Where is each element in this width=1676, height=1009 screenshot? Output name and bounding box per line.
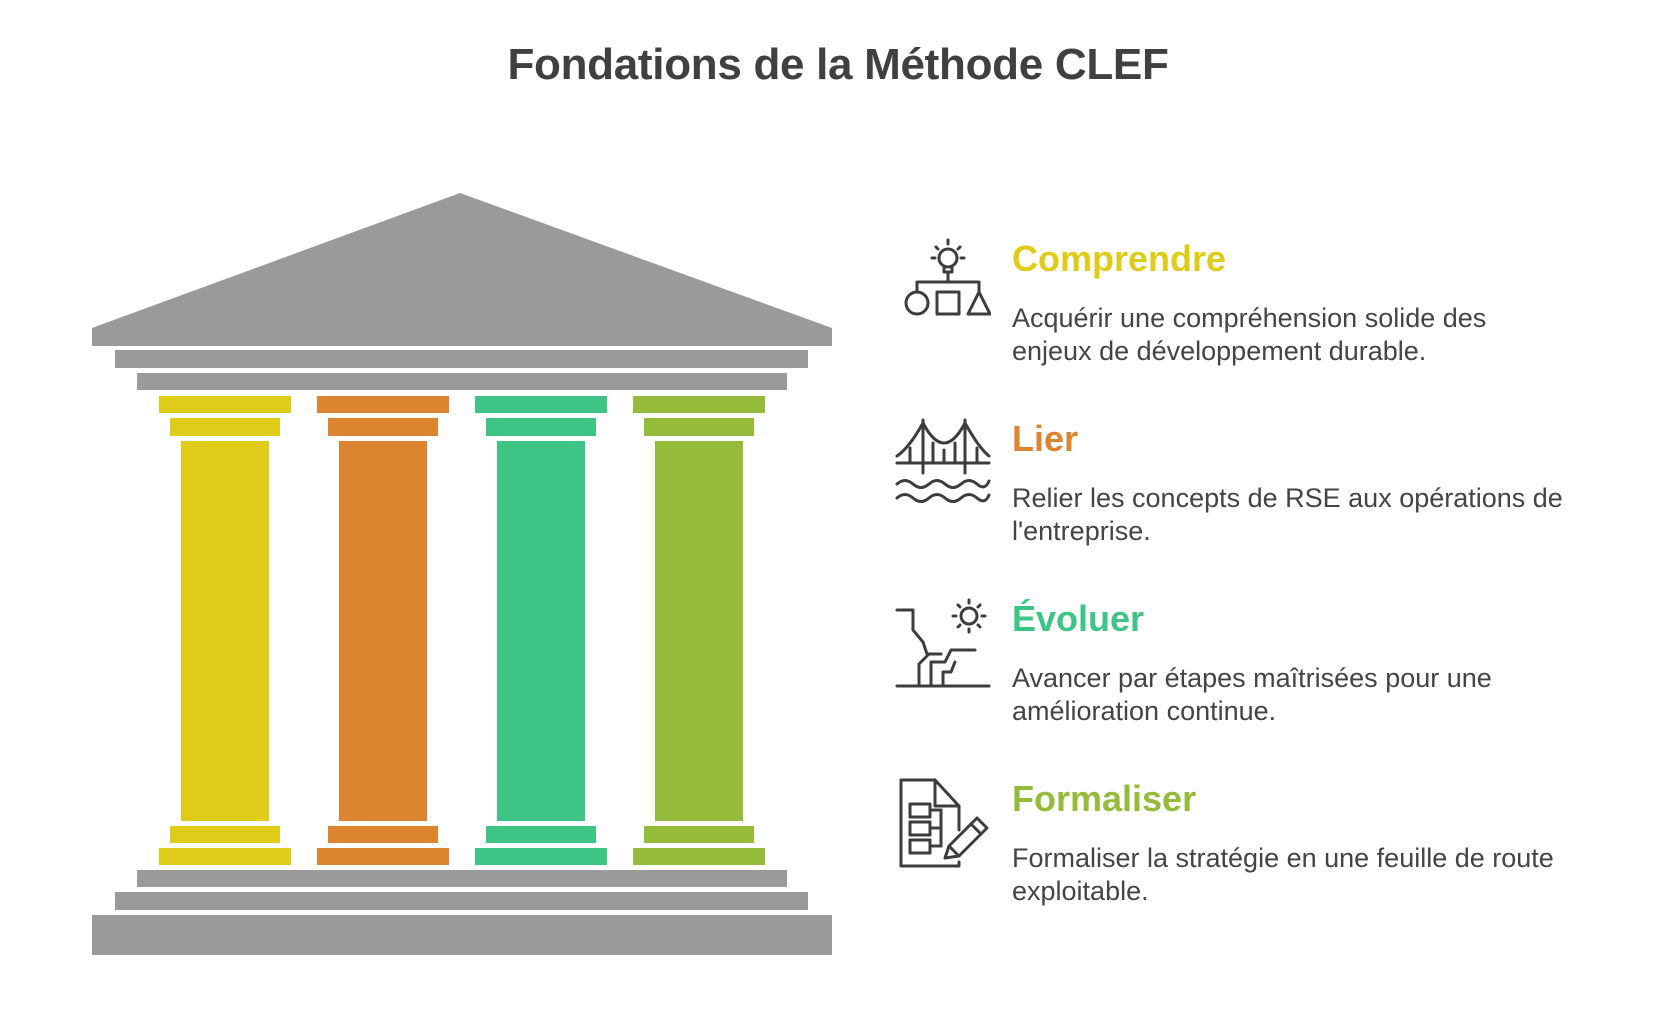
temple-entablature-upper [115, 350, 808, 368]
item-heading: Formaliser [1012, 778, 1197, 819]
pillar-base-top [644, 826, 754, 843]
pillar-base-bottom [159, 848, 291, 865]
pillar-evoluer [475, 396, 607, 865]
pillar-capital-bottom [328, 418, 438, 436]
pillar-shaft [181, 441, 269, 821]
cliff-sun-icon [895, 598, 991, 694]
temple-step-bottom [92, 915, 832, 955]
pillar-capital-bottom [486, 418, 596, 436]
lightbulb-shapes-icon [895, 238, 991, 334]
pillar-capital-top [633, 396, 765, 413]
page-title: Fondations de la Méthode CLEF [507, 40, 1169, 89]
pillar-capital-bottom [644, 418, 754, 436]
pillar-comprendre [159, 396, 291, 865]
bridge-icon [895, 418, 991, 514]
pillar-formaliser [633, 396, 765, 865]
temple-diagram [92, 193, 832, 955]
temple-step-middle [115, 892, 808, 910]
item-description: Avancer par étapes maîtrisées pour une a… [1012, 663, 1492, 726]
temple-roof [92, 193, 832, 328]
pillar-base-bottom [633, 848, 765, 865]
item-heading: Comprendre [1012, 238, 1227, 279]
pillar-capital-bottom [170, 418, 280, 436]
temple-roof-base [92, 328, 832, 346]
pillar-base-top [486, 826, 596, 843]
pillar-base-top [170, 826, 280, 843]
pillar-lier [317, 396, 449, 865]
temple-entablature-lower [137, 373, 787, 390]
item-heading: Lier [1012, 418, 1079, 459]
pillar-base-bottom [317, 848, 449, 865]
pillar-shaft [655, 441, 743, 821]
pillar-capital-top [159, 396, 291, 413]
pillar-base-bottom [475, 848, 607, 865]
temple-step-top [137, 870, 787, 887]
pillar-shaft [339, 441, 427, 821]
item-description: Formaliser la stratégie en une feuille d… [1012, 843, 1554, 906]
item-heading: Évoluer [1012, 598, 1145, 639]
pillar-base-top [328, 826, 438, 843]
pillar-capital-top [317, 396, 449, 413]
item-description: Relier les concepts de RSE aux opération… [1012, 483, 1563, 546]
item-description: Acquérir une compréhension solide des en… [1012, 303, 1487, 366]
document-pencil-icon [895, 778, 991, 874]
pillar-capital-top [475, 396, 607, 413]
pillar-shaft [497, 441, 585, 821]
